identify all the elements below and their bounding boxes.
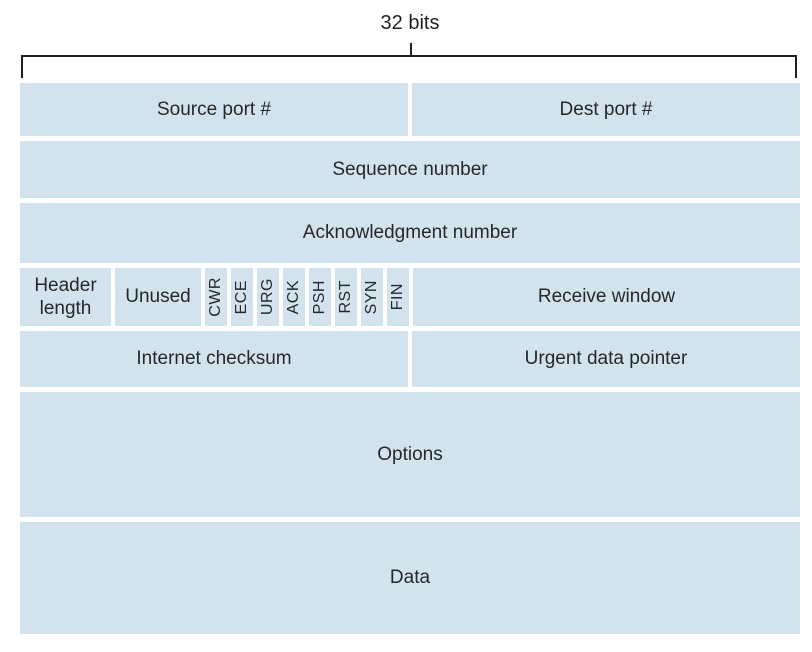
flag-fin-label: FIN: [389, 283, 407, 311]
field-sequence-number: Sequence number: [20, 141, 800, 198]
row-options: Options: [20, 392, 800, 517]
bracket-center-tick: [410, 43, 412, 56]
flag-cwr-label: CWR: [207, 277, 225, 317]
row-ports: Source port # Dest port #: [20, 83, 800, 136]
row-data: Data: [20, 522, 800, 634]
field-unused: Unused: [115, 268, 201, 326]
field-dest-port: Dest port #: [412, 83, 800, 136]
field-receive-window: Receive window: [413, 268, 800, 326]
flag-ece-label: ECE: [233, 279, 251, 315]
flag-ack: ACK: [283, 268, 305, 326]
row-flags: Header length Unused CWR ECE URG ACK PSH…: [20, 268, 800, 326]
width-label: 32 bits: [380, 12, 440, 34]
row-sequence-number: Sequence number: [20, 141, 800, 198]
field-data: Data: [20, 522, 800, 634]
flag-urg: URG: [257, 268, 279, 326]
row-acknowledgment-number: Acknowledgment number: [20, 203, 800, 263]
flag-syn-label: SYN: [363, 279, 381, 315]
flag-psh: PSH: [309, 268, 331, 326]
flag-rst: RST: [335, 268, 357, 326]
field-internet-checksum: Internet checksum: [20, 331, 408, 387]
field-acknowledgment-number: Acknowledgment number: [20, 203, 800, 263]
field-options: Options: [20, 392, 800, 517]
flag-fin: FIN: [387, 268, 409, 326]
tcp-header-table: Source port # Dest port # Sequence numbe…: [20, 83, 800, 634]
flag-ack-label: ACK: [285, 279, 303, 315]
flag-rst-label: RST: [337, 280, 355, 314]
field-urgent-data-pointer: Urgent data pointer: [412, 331, 800, 387]
flag-syn: SYN: [361, 268, 383, 326]
field-header-length: Header length: [20, 268, 111, 326]
bracket-line: [21, 55, 797, 57]
flag-urg-label: URG: [259, 278, 277, 316]
field-source-port: Source port #: [20, 83, 408, 136]
flag-ece: ECE: [231, 268, 253, 326]
row-checksum: Internet checksum Urgent data pointer: [20, 331, 800, 387]
bracket-right-tick: [795, 55, 797, 78]
bracket-left-tick: [21, 55, 23, 78]
flag-cwr: CWR: [205, 268, 227, 326]
flag-psh-label: PSH: [311, 279, 329, 315]
